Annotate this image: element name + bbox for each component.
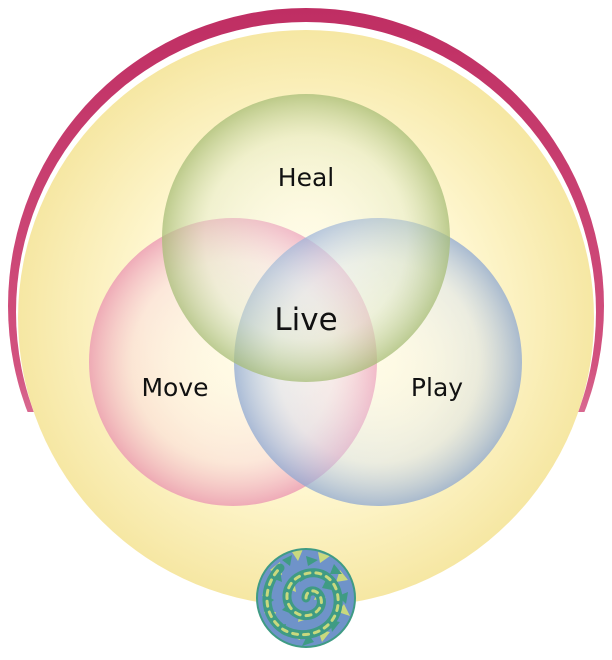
play-label: Play [411,373,463,402]
spiral-logo-icon [256,548,356,648]
move-label: Move [141,373,208,402]
live-label: Live [274,302,337,338]
venn-circles [89,94,522,506]
heal-circle [162,94,450,382]
heal-label: Heal [278,163,334,192]
